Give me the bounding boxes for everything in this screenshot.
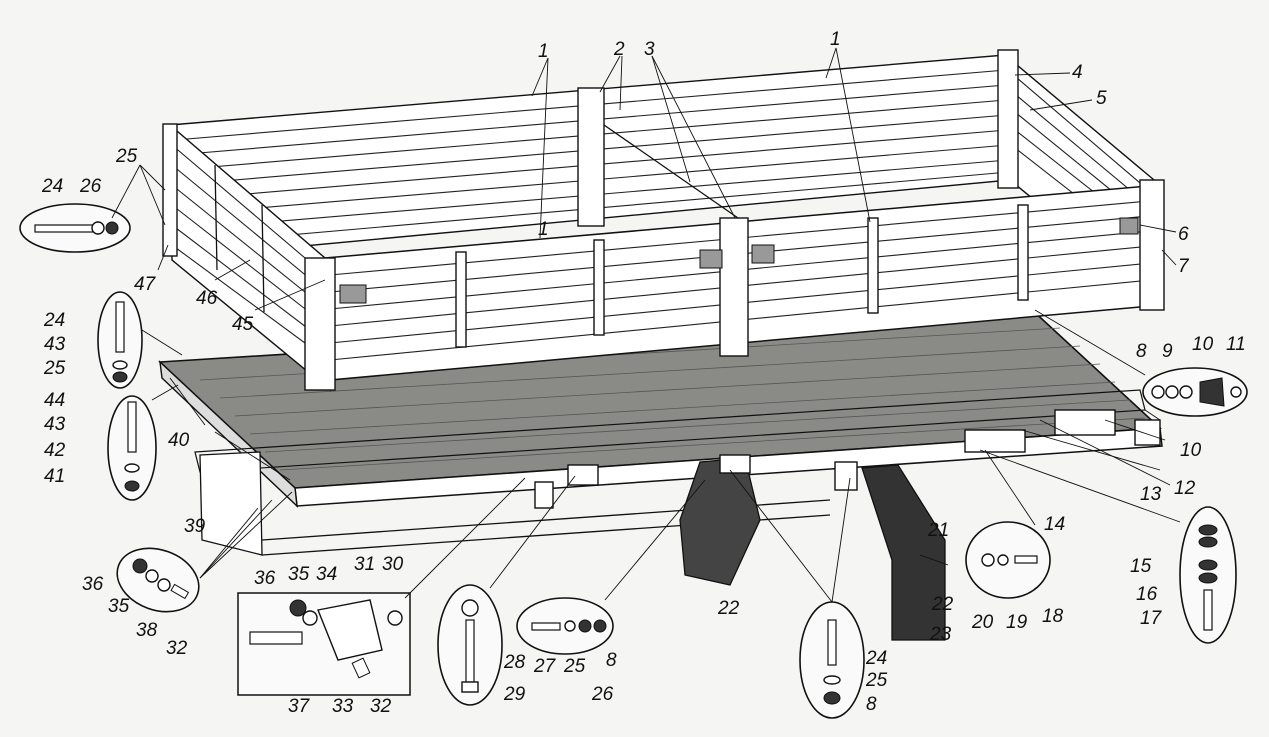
label-39: 39 [184,516,206,537]
label-8: 8 [1136,341,1147,362]
label-36: 36 [254,568,276,589]
label-14: 14 [1044,514,1065,535]
callout-27-8 [516,597,614,655]
callout-20-18 [965,521,1051,599]
label-43: 43 [44,414,66,435]
callout-44-41 [107,395,157,501]
callout-labels: 1 2 3 1 4 5 25 24 26 1 6 7 47 46 45 24 4… [41,29,1246,717]
label-17: 17 [1140,608,1163,629]
callout-24-25-8 [799,601,865,719]
label-3: 3 [644,39,655,60]
label-15: 15 [1130,556,1152,577]
label-11: 11 [1226,334,1246,355]
label-16: 16 [1136,584,1158,605]
callout-36-32 [116,547,200,613]
label-41: 41 [44,466,65,487]
callout-hinge-box [237,592,411,696]
leader-lines [111,47,1181,603]
label-47: 47 [134,274,157,295]
label-1: 1 [538,41,549,62]
callout-15-17 [1179,506,1237,644]
callout-28-29 [437,584,503,706]
label-43: 43 [44,334,66,355]
label-13: 13 [1140,484,1162,505]
floor-end-rail [159,360,298,508]
lower-beam [199,451,263,556]
label-8: 8 [866,694,877,715]
label-44: 44 [44,390,65,411]
label-2: 2 [613,39,625,60]
corner-stakes [162,49,1165,391]
label-18: 18 [1042,606,1064,627]
label-32: 32 [370,696,392,717]
label-24: 24 [41,176,63,197]
label-27: 27 [533,656,557,677]
label-5: 5 [1096,88,1107,109]
label-35: 35 [108,596,130,617]
mudflaps [534,454,946,641]
label-28: 28 [503,652,526,673]
floor-brackets [567,409,1161,486]
label-33: 33 [332,696,354,717]
label-6: 6 [1178,224,1189,245]
label-42: 42 [44,440,66,461]
label-37: 37 [288,696,311,717]
board-latches [339,217,1139,304]
label-8: 8 [606,650,617,671]
label-30: 30 [382,554,404,575]
label-25: 25 [865,670,888,691]
callout-24-26-25 [19,203,131,253]
label-24: 24 [43,310,65,331]
label-22: 22 [717,598,740,619]
label-26: 26 [79,176,102,197]
label-31: 31 [354,554,375,575]
callout-8-11 [1142,367,1248,417]
label-21: 21 [927,520,949,541]
label-32: 32 [166,638,188,659]
label-45: 45 [232,314,254,335]
label-9: 9 [1162,341,1173,362]
label-4: 4 [1072,62,1083,83]
cargo-body [158,49,1165,641]
label-40: 40 [168,430,190,451]
label-10: 10 [1180,440,1202,461]
label-23: 23 [929,624,952,645]
label-34: 34 [316,564,337,585]
label-35: 35 [288,564,310,585]
label-38: 38 [136,620,158,641]
floor-texture [199,327,1146,471]
label-22: 22 [931,594,954,615]
label-26: 26 [591,684,614,705]
label-20: 20 [971,612,994,633]
label-29: 29 [503,684,526,705]
front-board-ribs [455,204,1029,348]
label-25: 25 [43,358,66,379]
label-12: 12 [1174,478,1196,499]
callout-24-43-25 [97,291,143,389]
label-1: 1 [538,219,549,240]
label-46: 46 [196,288,218,309]
label-7: 7 [1178,256,1190,277]
label-1: 1 [830,29,841,50]
tail-board-slats [171,144,329,361]
label-36: 36 [82,574,104,595]
label-10: 10 [1192,334,1214,355]
label-19: 19 [1006,612,1028,633]
label-25: 25 [115,146,138,167]
label-24: 24 [865,648,887,669]
label-25: 25 [563,656,586,677]
